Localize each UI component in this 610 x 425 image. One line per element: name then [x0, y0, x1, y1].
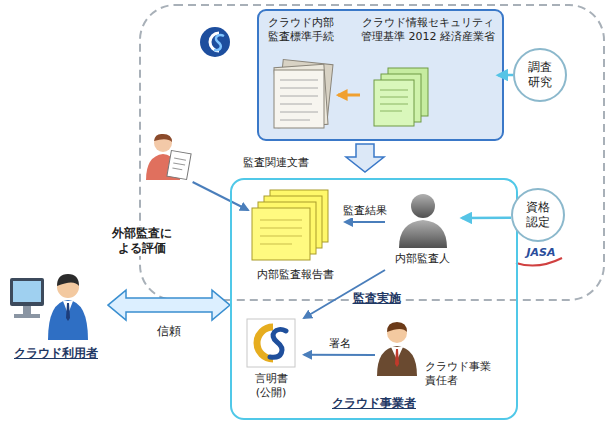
logo-swoosh	[516, 258, 562, 266]
arrow-connector	[193, 182, 248, 210]
statement-logo: 言明書 (公開)	[240, 318, 304, 410]
node-text: 内部監査人	[385, 252, 460, 266]
research-circle: 調査 研究	[513, 48, 567, 102]
provider-frame: クラウド事業者内部監査報告書内部監査人言明書 (公開)クラウド事業 責任者	[230, 178, 518, 420]
node-text: 調査 研究	[522, 60, 558, 90]
internal-auditor: 内部監査人	[385, 190, 462, 270]
node-text: クラウド事業 責任者	[425, 360, 505, 388]
arrow-connector	[338, 93, 360, 96]
edge-label: 信頼	[155, 324, 183, 339]
standard-docs: クラウド情報セキュリティ 管理基準 2012 経済産業省	[360, 16, 498, 132]
provider-manager: クラウド事業 責任者	[375, 320, 510, 390]
arrow-connector	[462, 216, 511, 219]
node-text: 言明書 (公開)	[240, 372, 302, 400]
node-text: 監査関連文書	[243, 156, 313, 170]
procedure-docs: クラウド内部 監査標準手続	[266, 16, 338, 134]
edge-label: 監査結果	[341, 204, 389, 218]
dashed-region	[140, 5, 604, 300]
arrow-connector	[498, 74, 513, 77]
persondoc-illustration	[145, 132, 193, 182]
certification-circle: 資格 認定	[511, 188, 565, 242]
cs-illustration	[246, 318, 296, 368]
arrow-connector	[345, 221, 385, 223]
audit-report-docs: 内部監査報告書	[248, 190, 345, 290]
green-illustration	[372, 66, 432, 128]
edge-label: 監査実施	[351, 291, 403, 306]
cloud-user: クラウド利用者	[6, 270, 108, 365]
flow-down-arrow	[346, 144, 384, 172]
certifier-logo-text: JASA	[518, 246, 564, 260]
files-illustration	[266, 56, 336, 131]
evaluation-note: 外部監査に よる評価	[108, 226, 176, 256]
external-auditor: 監査関連文書	[145, 132, 315, 182]
auditor-illustration	[395, 192, 451, 248]
node-text: クラウド利用者	[6, 346, 106, 361]
arrow-connector	[304, 354, 375, 356]
yellow-illustration	[252, 190, 330, 262]
trust-double-arrow	[108, 290, 230, 320]
association-logo	[200, 27, 230, 57]
node-text: 資格 認定	[520, 200, 556, 230]
edge-label: 署名	[327, 337, 353, 351]
manager-illustration	[375, 320, 421, 376]
standards-panel	[258, 10, 503, 140]
user-illustration	[8, 270, 96, 340]
node-text: 内部監査報告書	[248, 268, 343, 282]
node-text: クラウド内部 監査標準手続	[266, 16, 336, 44]
node-text: クラウド情報セキュリティ 管理基準 2012 経済産業省	[360, 16, 496, 44]
